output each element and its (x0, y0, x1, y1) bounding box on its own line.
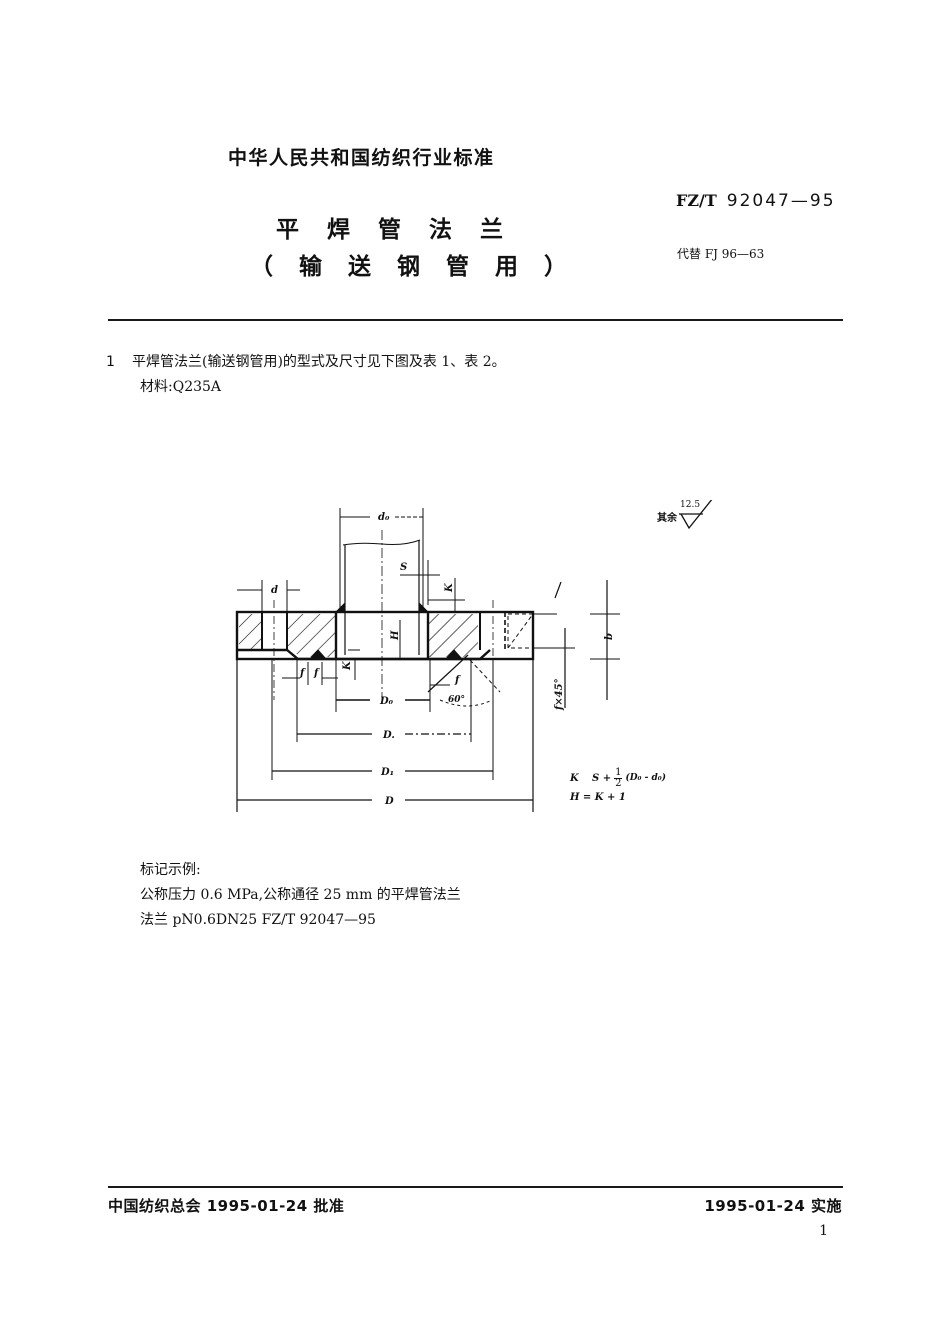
example-designation: 法兰 pN0.6DN25 FZ/T 92047—95 (140, 912, 376, 928)
issuing-body-title: 中华人民共和国纺织行业标准 (228, 147, 495, 169)
material-spec: 材料:Q235A (140, 379, 222, 395)
dim-h-label: H (390, 630, 401, 641)
dim-D1-label: D₁ (380, 767, 394, 778)
dim-f-label: f (454, 675, 461, 686)
effective-date: 1995-01-24 实施 (704, 1197, 842, 1215)
dim-k-bottom-label: K (342, 660, 353, 671)
marking-example: 标记示例: 公称压力 0.6 MPa,公称通径 25 mm 的平焊管法兰 法兰 … (140, 858, 461, 933)
example-description: 公称压力 0.6 MPa,公称通径 25 mm 的平焊管法兰 (140, 887, 461, 903)
dim-b-label: b (604, 633, 615, 640)
document-subtitle: （输送钢管用） (250, 254, 593, 280)
dim-f2-label: f (313, 668, 320, 679)
standard-code: 92047—95 (726, 191, 836, 211)
dim-Ds-label: D. (382, 730, 395, 741)
approval-date: 中国纺织总会 1995-01-24 批准 (108, 1197, 345, 1215)
roughness-value: 12.5 (680, 500, 701, 510)
example-heading: 标记示例: (140, 862, 201, 878)
formula-k: K S + 1 2 (D₀ - d₀) (570, 767, 666, 789)
page-number: 1 (819, 1223, 828, 1239)
replaces-standard: 代替 FJ 96—63 (677, 247, 765, 261)
clause-text: 平焊管法兰(输送钢管用)的型式及尺寸见下图及表 1、表 2。 (132, 354, 506, 370)
dim-s-label: S (400, 562, 407, 573)
dim-D-label: D (384, 796, 394, 807)
flange-section-drawing: d₀ d S K H K b f×45° f f f 60° D₀ D. D₁ … (235, 508, 620, 812)
formula-h: H = K + 1 (570, 792, 626, 803)
document-title: 平焊管法兰 (276, 217, 531, 243)
dim-f-chamfer-label: f×45° (554, 678, 565, 711)
roughness-label: 其余 (657, 513, 677, 524)
dim-f1-label: f (299, 668, 306, 679)
standard-number: FZ/T 92047—95 (676, 191, 836, 211)
standard-prefix: FZ/T (676, 191, 717, 210)
dim-k-top-label: K (444, 582, 455, 593)
header-divider (108, 319, 843, 321)
dim-D0-label: D₀ (379, 696, 394, 707)
clause-1: 1 平焊管法兰(输送钢管用)的型式及尺寸见下图及表 1、表 2。 (106, 351, 506, 371)
fraction: 1 2 (614, 767, 623, 789)
dim-d0-label: d₀ (378, 512, 390, 523)
angle-60-label: 60° (448, 695, 465, 705)
dim-d-label: d (271, 585, 278, 596)
roughness-check-icon (679, 500, 713, 530)
clause-number: 1 (106, 354, 115, 370)
footer-divider (108, 1186, 843, 1188)
dimension-formulas: K S + 1 2 (D₀ - d₀) H = K + 1 (570, 768, 666, 803)
